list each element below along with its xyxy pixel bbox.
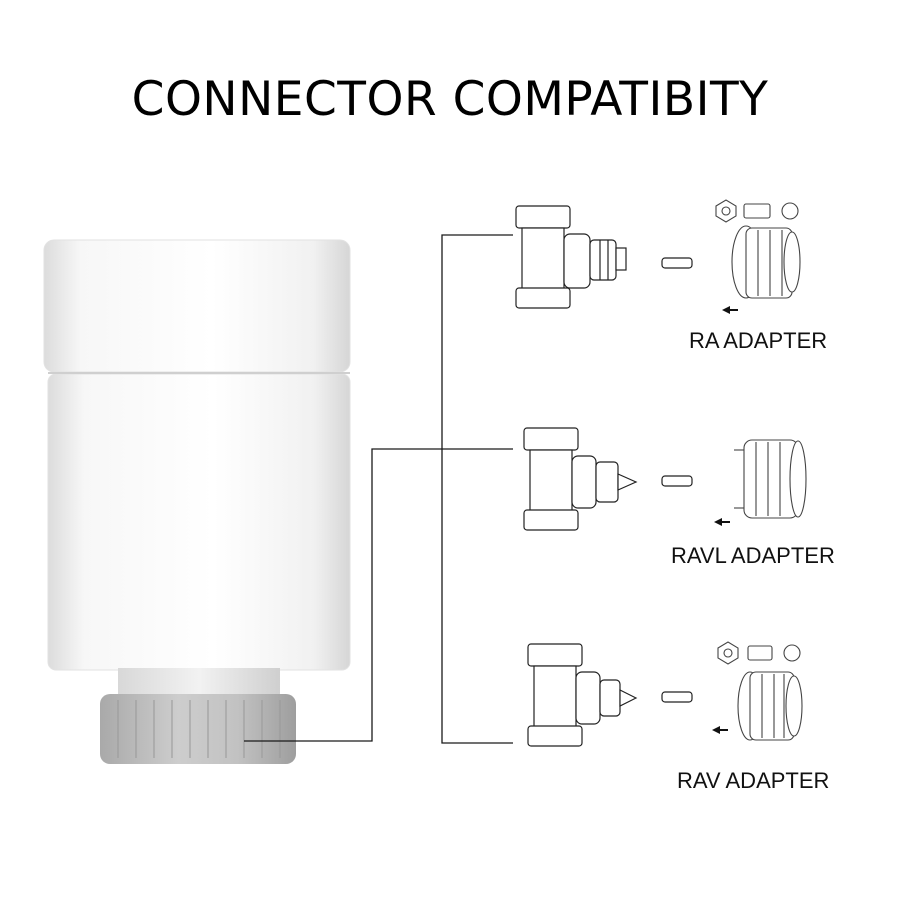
page-title: CONNECTOR COMPATIBITY [131, 72, 769, 127]
valve-rav [527, 643, 638, 747]
adapter-label-rav: RAV ADAPTER [677, 768, 830, 793]
connector-nut [100, 694, 296, 764]
adapter-label-ra: RA ADAPTER [689, 328, 828, 353]
thermostat-head [43, 239, 351, 698]
adapter-ra-icon [715, 199, 801, 314]
pin-ra [661, 257, 693, 269]
connector-lines [244, 234, 513, 744]
adapter-rav-icon [712, 641, 803, 741]
pin-ravl [661, 475, 693, 487]
adapter-ravl-icon [714, 439, 807, 526]
valve-ravl [523, 427, 638, 531]
adapter-label-ravl: RAVL ADAPTER [671, 543, 835, 568]
valve-ra [515, 205, 627, 309]
pin-rav [661, 691, 693, 703]
